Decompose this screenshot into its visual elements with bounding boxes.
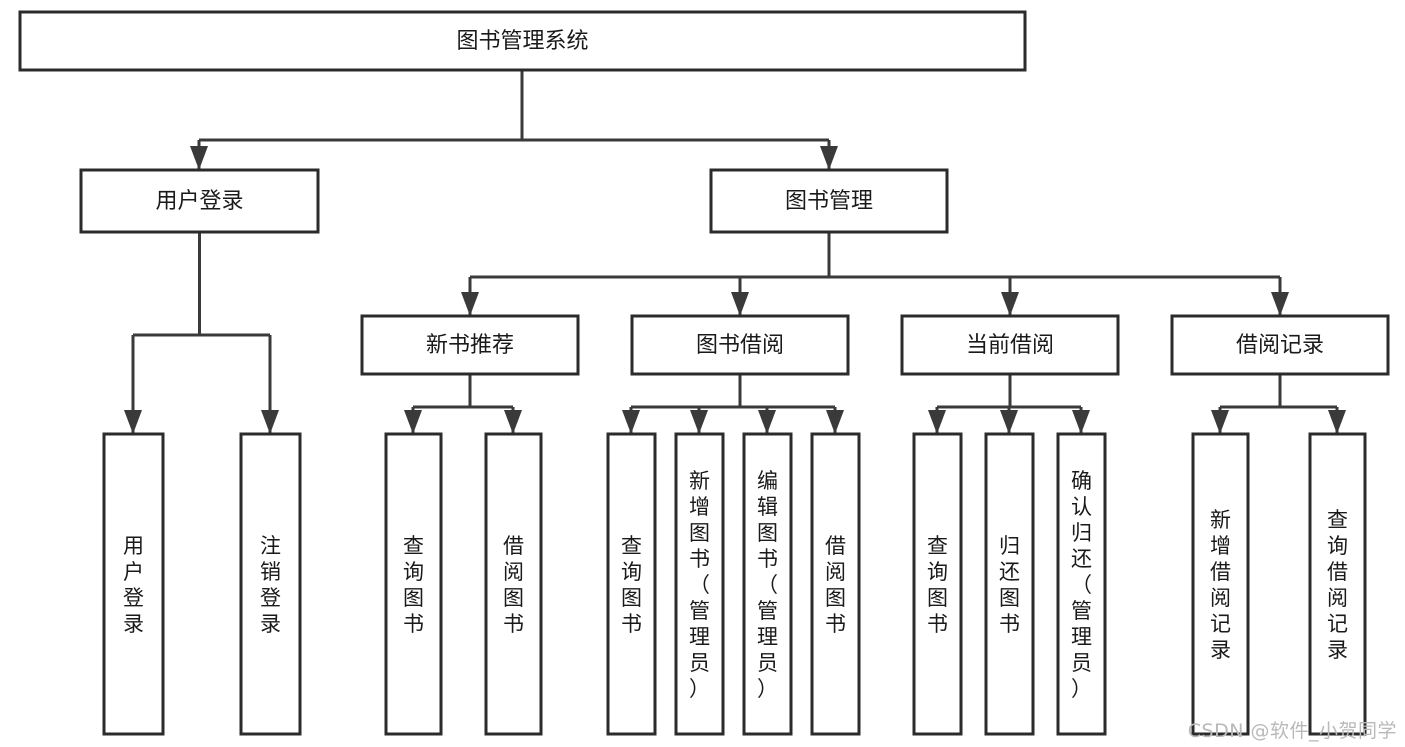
node-box-rect — [810, 432, 861, 736]
node-leaf-add-book-admin[interactable]: 新增图书（管理员） — [674, 432, 725, 736]
node-label: 编辑图书（管理员） — [757, 469, 778, 701]
node-leaf-logout[interactable]: 注销登录 — [239, 432, 302, 736]
node-leaf-query-book-current[interactable]: 查询图书 — [912, 432, 963, 736]
node-leaf-return-book[interactable]: 归还图书 — [984, 432, 1035, 736]
bookmanage-to-level2-arrow-icon — [731, 292, 749, 316]
node-box-rect — [1056, 432, 1107, 736]
node-label: 用户登录 — [123, 534, 144, 636]
node-label: 借阅图书 — [503, 534, 524, 636]
level2-group0-to-leaves-arrow-icon — [504, 410, 522, 434]
node-leaf-query-borrow-record[interactable]: 查询借阅记录 — [1308, 432, 1367, 736]
node-box-rect — [709, 168, 949, 234]
level2-group0-to-leaves-arrow-icon — [404, 410, 422, 434]
node-label: 查询借阅记录 — [1327, 508, 1348, 662]
node-current-borrow[interactable]: 当前借阅 — [900, 314, 1120, 376]
level2-group1-to-leaves-arrow-icon — [758, 410, 776, 434]
node-label: 借阅图书 — [825, 534, 846, 636]
node-box-rect — [384, 432, 443, 736]
node-borrow-records[interactable]: 借阅记录 — [1170, 314, 1390, 376]
node-label: 查询图书 — [403, 534, 424, 636]
node-label: 新书推荐 — [426, 333, 514, 358]
node-label: 图书借阅 — [696, 333, 784, 358]
node-leaf-add-borrow-record[interactable]: 新增借阅记录 — [1191, 432, 1250, 736]
node-leaf-edit-book-admin[interactable]: 编辑图书（管理员） — [742, 432, 793, 736]
userlogin-to-leaves-arrow-icon — [124, 410, 142, 434]
root-to-level1-arrow-icon — [820, 146, 838, 170]
node-label: 图书管理 — [785, 189, 873, 214]
csdn-watermark: CSDN @软件_小贺同学 — [1187, 720, 1397, 742]
node-label: 用户登录 — [155, 189, 243, 214]
node-box-rect — [984, 432, 1035, 736]
node-book-borrow[interactable]: 图书借阅 — [630, 314, 850, 376]
node-box-rect — [1170, 314, 1390, 376]
level2-group3-to-leaves-arrow-icon — [1211, 410, 1229, 434]
bookmanage-to-level2-arrow-icon — [1271, 292, 1289, 316]
node-leaf-query-book-recommend[interactable]: 查询图书 — [384, 432, 443, 736]
node-label: 当前借阅 — [966, 333, 1054, 358]
node-label: 查询图书 — [927, 534, 948, 636]
node-root[interactable]: 图书管理系统 — [18, 10, 1027, 72]
node-label: 确认归还（管理员） — [1071, 469, 1092, 701]
level2-group3-to-leaves-arrow-icon — [1328, 410, 1346, 434]
node-box-rect — [742, 432, 793, 736]
node-new-book-recommend[interactable]: 新书推荐 — [360, 314, 580, 376]
root-to-level1-arrow-icon — [190, 146, 208, 170]
node-box-rect — [239, 432, 302, 736]
node-box-rect — [360, 314, 580, 376]
node-box-rect — [912, 432, 963, 736]
bookmanage-to-level2-arrow-icon — [461, 292, 479, 316]
node-label: 新增借阅记录 — [1210, 508, 1231, 662]
node-box-rect — [630, 314, 850, 376]
node-box-rect — [606, 432, 657, 736]
node-label: 查询图书 — [621, 534, 642, 636]
level2-group1-to-leaves-arrow-icon — [622, 410, 640, 434]
node-box-rect — [79, 168, 320, 234]
userlogin-to-leaves-arrow-icon — [261, 410, 279, 434]
node-label: 新增图书（管理员） — [689, 469, 710, 701]
bookmanage-to-level2-arrow-icon — [1001, 292, 1019, 316]
level2-group2-to-leaves-arrow-icon — [1000, 410, 1018, 434]
node-leaf-query-book-borrow[interactable]: 查询图书 — [606, 432, 657, 736]
level2-group2-to-leaves-arrow-icon — [1072, 410, 1090, 434]
node-layer: 图书管理系统用户登录图书管理新书推荐图书借阅当前借阅借阅记录用户登录注销登录查询… — [18, 10, 1390, 736]
node-box-rect — [1308, 432, 1367, 736]
level2-group2-to-leaves-arrow-icon — [928, 410, 946, 434]
node-box-rect — [18, 10, 1027, 72]
node-leaf-borrow-book[interactable]: 借阅图书 — [810, 432, 861, 736]
node-box-rect — [674, 432, 725, 736]
level2-group1-to-leaves-arrow-icon — [690, 410, 708, 434]
node-book-manage[interactable]: 图书管理 — [709, 168, 949, 234]
node-label: 归还图书 — [999, 534, 1020, 636]
node-label: 注销登录 — [260, 534, 281, 636]
node-box-rect — [484, 432, 543, 736]
node-leaf-user-login[interactable]: 用户登录 — [102, 432, 165, 736]
node-leaf-confirm-return-admin[interactable]: 确认归还（管理员） — [1056, 432, 1107, 736]
connector-layer — [124, 70, 1346, 434]
node-box-rect — [102, 432, 165, 736]
node-user-login[interactable]: 用户登录 — [79, 168, 320, 234]
node-box-rect — [1191, 432, 1250, 736]
level2-group1-to-leaves-arrow-icon — [826, 410, 844, 434]
node-box-rect — [900, 314, 1120, 376]
node-label: 图书管理系统 — [456, 29, 588, 54]
node-label: 借阅记录 — [1236, 333, 1324, 358]
node-leaf-borrow-book-recommend[interactable]: 借阅图书 — [484, 432, 543, 736]
